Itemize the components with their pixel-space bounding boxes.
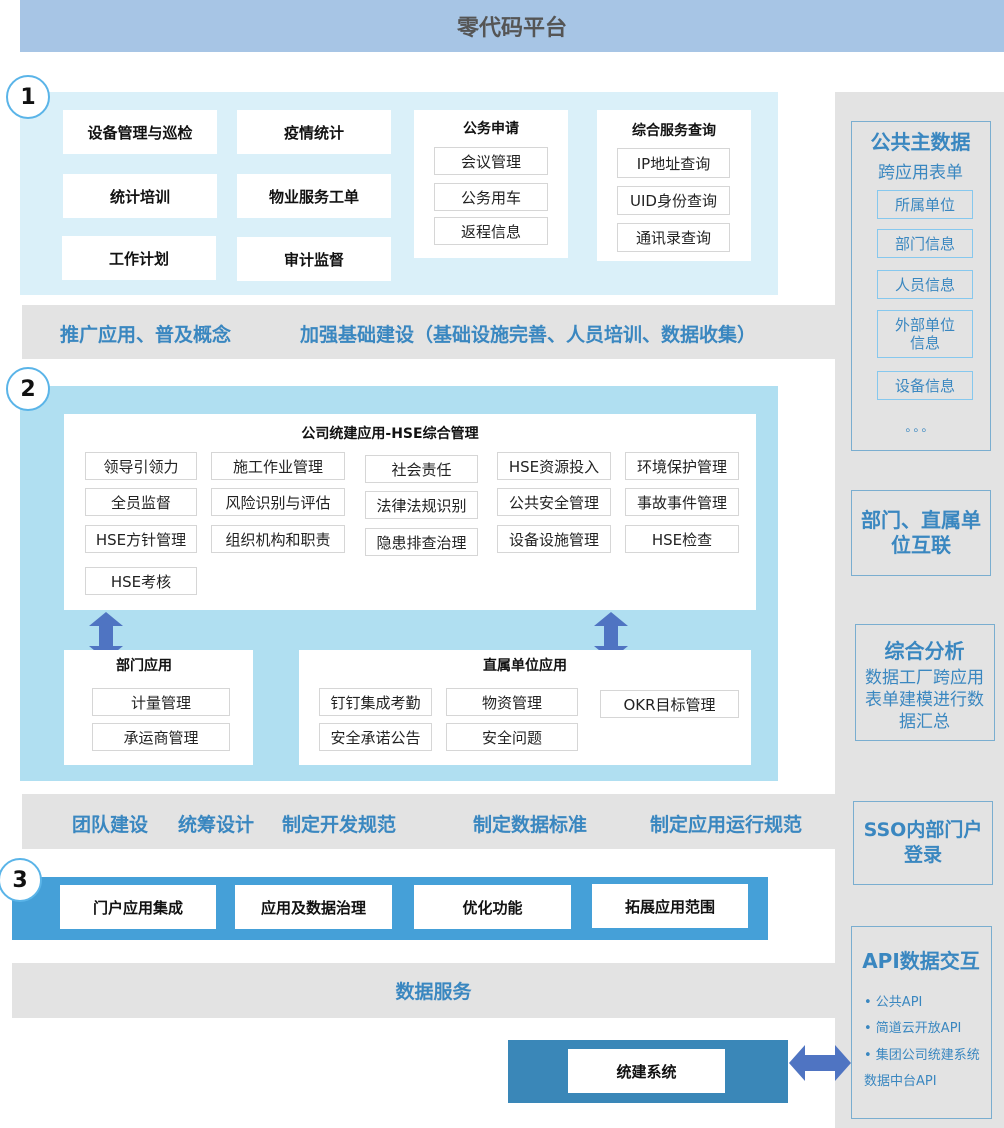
official-panel: 公务申请 会议管理 公务用车 返程信息 (414, 110, 568, 258)
hse-item[interactable]: 施工作业管理 (211, 452, 345, 480)
sso-box: SSO内部门户登录 (853, 801, 993, 885)
hse-item[interactable]: HSE资源投入 (497, 452, 611, 480)
platform-title: 零代码平台 (20, 0, 1004, 52)
master-item[interactable]: 部门信息 (877, 229, 973, 258)
app-box[interactable]: 设备管理与巡检 (63, 110, 217, 154)
unit-app-item[interactable]: OKR目标管理 (600, 690, 739, 718)
app-box[interactable]: 疫情统计 (237, 110, 391, 154)
horizontal-double-arrow-icon (789, 1045, 851, 1081)
master-data-subtitle: 跨应用表单 (878, 163, 963, 183)
step-2-badge: 2 (6, 367, 50, 411)
query-item[interactable]: 通讯录查询 (617, 223, 730, 252)
query-title: 综合服务查询 (632, 123, 716, 139)
analysis-desc: 数据工厂跨应用表单建模进行数据汇总 (865, 668, 984, 732)
unit-app-item[interactable]: 钉钉集成考勤 (319, 688, 432, 716)
master-data-panel: 公共主数据 跨应用表单 所属单位 部门信息 人员信息 外部单位信息 设备信息 。… (851, 121, 991, 451)
dept-app-item[interactable]: 计量管理 (92, 688, 230, 716)
section-3-item[interactable]: 拓展应用范围 (592, 884, 748, 928)
official-title: 公务申请 (463, 121, 519, 137)
hse-item[interactable]: 领导引领力 (85, 452, 197, 480)
dept-app-item[interactable]: 承运商管理 (92, 723, 230, 751)
band-2-item: 制定开发规范 (282, 814, 397, 836)
band-1 (22, 305, 835, 359)
data-service-label: 数据服务 (395, 981, 472, 1003)
official-item[interactable]: 返程信息 (434, 217, 548, 245)
band-2 (22, 794, 835, 849)
band-1-left: 推广应用、普及概念 (60, 324, 232, 346)
tongjian-system-box[interactable]: 统建系统 (568, 1049, 725, 1093)
right-column (835, 92, 1004, 1128)
band-2-item: 制定数据标准 (473, 814, 588, 836)
official-item[interactable]: 会议管理 (434, 147, 548, 175)
master-item[interactable]: 人员信息 (877, 270, 973, 299)
vertical-double-arrow-icon (594, 612, 628, 660)
hse-item[interactable]: 组织机构和职责 (211, 525, 345, 553)
app-box[interactable]: 物业服务工单 (237, 174, 391, 218)
analysis-box: 综合分析 数据工厂跨应用表单建模进行数据汇总 (855, 624, 995, 741)
query-item[interactable]: IP地址查询 (617, 148, 730, 178)
unit-app-title: 直属单位应用 (483, 658, 567, 674)
master-item[interactable]: 所属单位 (877, 190, 973, 219)
master-item[interactable]: 外部单位信息 (877, 310, 973, 358)
api-title: API数据交互 (862, 949, 980, 973)
query-item[interactable]: UID身份查询 (617, 186, 730, 215)
vertical-double-arrow-icon (89, 612, 123, 660)
unit-app-item[interactable]: 安全问题 (446, 723, 578, 751)
hse-item[interactable]: 事故事件管理 (625, 488, 739, 516)
section-3-item[interactable]: 门户应用集成 (60, 885, 216, 929)
hse-item[interactable]: 风险识别与评估 (211, 488, 345, 516)
app-box[interactable]: 工作计划 (62, 236, 216, 280)
band-2-item: 制定应用运行规范 (650, 814, 803, 836)
dept-app-panel: 部门应用 计量管理 承运商管理 (64, 650, 253, 765)
api-item: • 简道云开放API (864, 1021, 962, 1036)
section-3-item[interactable]: 应用及数据治理 (235, 885, 392, 929)
data-service-band (12, 963, 835, 1018)
api-item: • 集团公司统建系统数据中台API (864, 1048, 980, 1089)
unit-app-item[interactable]: 物资管理 (446, 688, 578, 716)
band-1-right: 加强基础建设（基础设施完善、人员培训、数据收集） (300, 324, 757, 346)
step-1-badge: 1 (6, 75, 50, 119)
hse-item[interactable]: HSE考核 (85, 567, 197, 595)
hse-item[interactable]: 设备设施管理 (497, 525, 611, 553)
hse-item[interactable]: 环境保护管理 (625, 452, 739, 480)
master-item[interactable]: 设备信息 (877, 371, 973, 400)
hse-item[interactable]: 隐患排查治理 (365, 528, 478, 556)
hse-item[interactable]: 公共安全管理 (497, 488, 611, 516)
api-item: • 公共API (864, 995, 923, 1010)
app-box[interactable]: 统计培训 (63, 174, 217, 218)
band-2-item: 团队建设 (72, 814, 149, 836)
interconnect-box: 部门、直属单位互联 (851, 490, 991, 576)
section-3-item[interactable]: 优化功能 (414, 885, 571, 929)
app-box[interactable]: 审计监督 (237, 237, 391, 281)
hse-item[interactable]: 全员监督 (85, 488, 197, 516)
unit-app-panel: 直属单位应用 钉钉集成考勤 物资管理 安全承诺公告 安全问题 OKR目标管理 (299, 650, 751, 765)
hse-item[interactable]: HSE方针管理 (85, 525, 197, 553)
hse-item[interactable]: 法律法规识别 (365, 491, 478, 519)
hse-title: 公司统建应用-HSE综合管理 (301, 426, 479, 442)
band-2-item: 统筹设计 (178, 814, 255, 836)
hse-item[interactable]: HSE检查 (625, 525, 739, 553)
more-ellipsis: 。。。 (905, 420, 936, 434)
master-data-title: 公共主数据 (870, 130, 971, 154)
official-item[interactable]: 公务用车 (434, 183, 548, 211)
dept-app-title: 部门应用 (116, 658, 172, 674)
hse-item[interactable]: 社会责任 (365, 455, 478, 483)
step-3-badge: 3 (0, 858, 42, 902)
api-box: API数据交互 • 公共API • 简道云开放API • 集团公司统建系统数据中… (851, 926, 992, 1119)
unit-app-item[interactable]: 安全承诺公告 (319, 723, 432, 751)
query-panel: 综合服务查询 IP地址查询 UID身份查询 通讯录查询 (597, 110, 751, 261)
analysis-title: 综合分析 (884, 639, 965, 663)
